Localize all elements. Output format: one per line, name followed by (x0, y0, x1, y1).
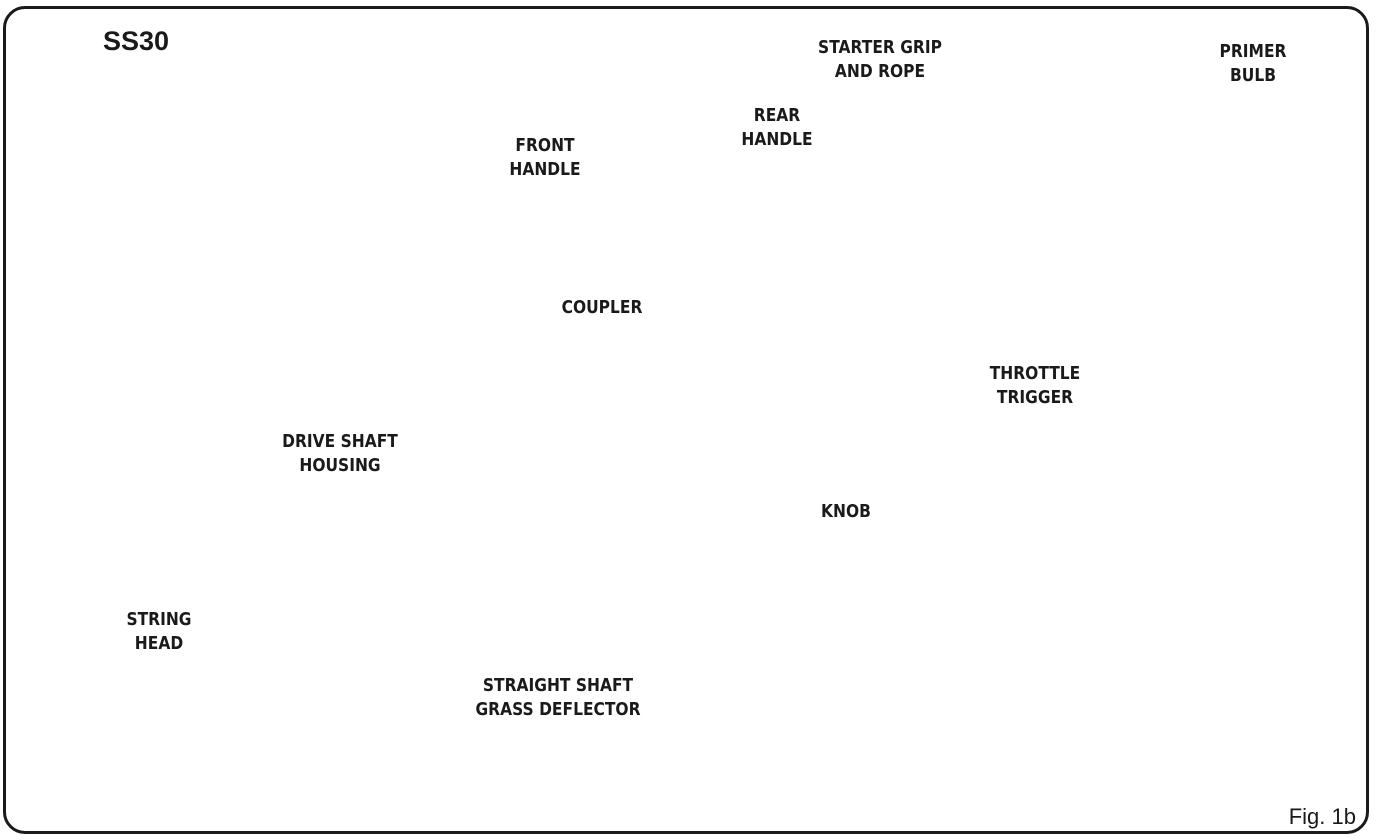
label-knob: KNOB (821, 501, 871, 522)
label-coupler: COUPLER (561, 297, 643, 318)
figure-label: Fig. 1b (1288, 804, 1356, 829)
diagram-frame (3, 6, 1369, 834)
model-number: SS30 (103, 26, 170, 56)
